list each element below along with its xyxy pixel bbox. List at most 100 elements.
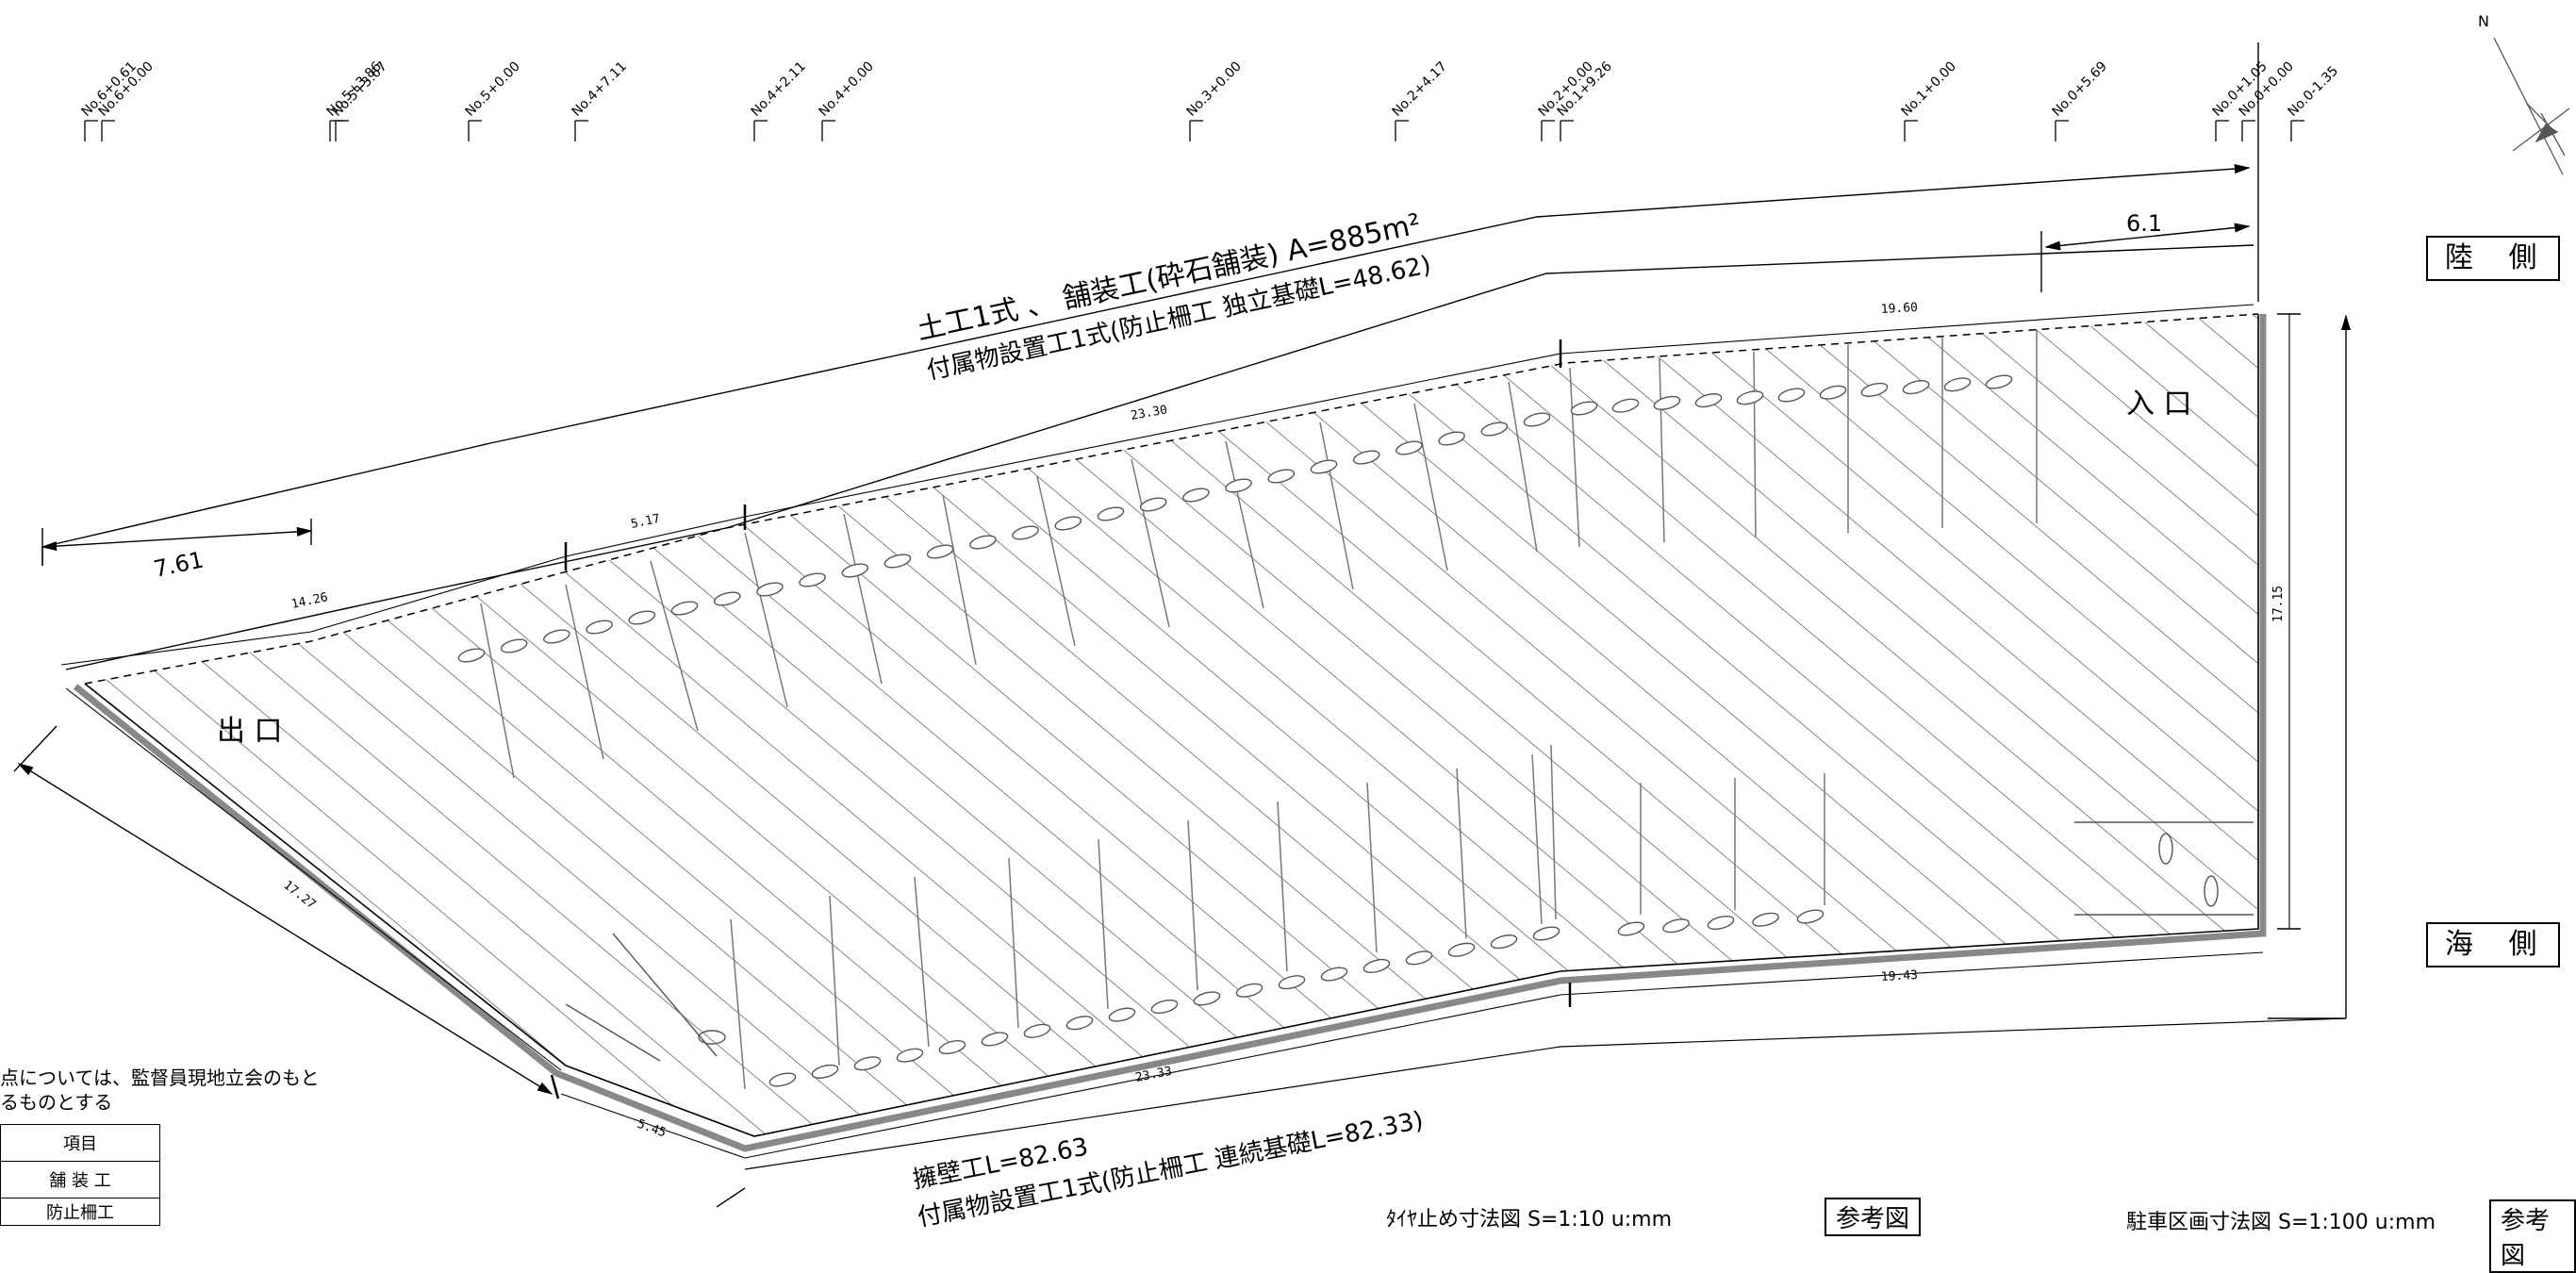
tire-stop-icon <box>938 1040 966 1055</box>
station-label: No.2+4.17 <box>1390 58 1450 119</box>
label-entrance: 入 口 <box>2126 388 2192 421</box>
tire-stop-icon <box>1447 942 1476 957</box>
dim-inner-23-30: 23.30 <box>1130 403 1168 423</box>
tire-stop-icon <box>457 648 486 663</box>
tire-stop-icon <box>1097 506 1125 521</box>
tire-stop-icon <box>1523 412 1551 427</box>
north-label: N <box>2478 12 2489 30</box>
tire-stop-icon <box>586 620 613 635</box>
tire-stop-icon <box>1405 951 1433 966</box>
tire-stop-icon <box>1320 967 1348 982</box>
tire-stop-icon <box>1012 525 1039 540</box>
tire-stop-icon <box>1352 450 1380 465</box>
tire-stop-icon <box>1139 497 1167 512</box>
station-label: No.4+7.11 <box>570 58 630 119</box>
station-marker: No.5+3.67 <box>330 58 390 141</box>
parking-drawing-title: 駐車区画寸法図 S=1:100 u:mm <box>2126 1211 2436 1234</box>
tire-stop-icon <box>1611 398 1640 413</box>
parking-area-hatch <box>85 314 2258 1136</box>
tire-stop-icon <box>1480 422 1509 437</box>
tire-stop-icon <box>1819 385 1847 400</box>
tire-stop-icon <box>1752 912 1779 927</box>
tire-stop-icon <box>1395 440 1423 455</box>
tire-stop-icon <box>1193 991 1221 1006</box>
label-exit: 出 口 <box>217 715 283 748</box>
tire-stop-icon <box>670 601 699 616</box>
tire-stop-icon <box>1860 382 1889 397</box>
tire-stop-icon <box>1777 388 1806 403</box>
tire-stop-icon <box>1065 1016 1094 1031</box>
dim-inner-5-17: 5.17 <box>630 512 662 532</box>
tire-stop-icon <box>1985 374 2013 389</box>
tire-stop-icon <box>1054 516 1082 531</box>
site-note: 点については、監督員現地立会のもと るものとする <box>0 1066 320 1115</box>
reference-box-1: 参考図 <box>1825 1198 1922 1236</box>
tire-stop-icon <box>1235 983 1263 998</box>
dim-top-7-61: 7.61 <box>151 546 206 582</box>
tire-stop-icon <box>1902 380 1930 395</box>
station-marker: No.1+0.00 <box>1899 58 1959 141</box>
table-header: 項目 <box>0 1124 160 1162</box>
tire-stop-icon <box>768 1072 797 1087</box>
station-marker: No.4+2.11 <box>749 58 809 141</box>
items-table: 項目 舗 装 工 防止柵工 <box>0 1124 160 1226</box>
dim-top-6-1: 6.1 <box>2126 210 2162 237</box>
tire-stop-icon <box>1490 934 1518 950</box>
tire-stop-icon <box>713 591 741 606</box>
dim-bottom-19-43: 19.43 <box>1880 968 1918 984</box>
dim-bottom-5-45: 5.45 <box>636 1117 669 1141</box>
parking-bay-left <box>565 933 726 1062</box>
dim-left-17-27: 17.27 <box>281 878 319 912</box>
tire-stop-icon <box>1023 1023 1051 1038</box>
tire-stop-icon <box>1707 915 1735 931</box>
fence-posts-bottom <box>730 744 1825 1090</box>
tire-stop-icon <box>926 544 954 559</box>
dim-inner-14-26: 14.26 <box>290 590 329 612</box>
parking-area <box>73 313 2267 1152</box>
tire-stop-icon <box>811 1064 839 1079</box>
dimension-lines <box>13 42 2352 1208</box>
tire-stop-icon <box>1796 909 1825 924</box>
station-label: No.1+0.00 <box>1899 58 1959 119</box>
station-label: No.5+0.00 <box>463 58 523 119</box>
tire-stop-drawing-title: ﾀｲﾔ止め寸法図 S=1:10 u:mm <box>1386 1208 1673 1232</box>
tire-stop-icon <box>1438 431 1465 446</box>
north-arrow-icon: N <box>2478 12 2570 175</box>
tire-stop-icon <box>628 610 656 625</box>
station-label: No.4+2.11 <box>749 58 809 119</box>
tire-stop-icon <box>1736 390 1764 405</box>
tire-stop-icon <box>543 629 570 644</box>
tire-stop-icon <box>1108 1007 1136 1022</box>
tire-stop-icon <box>853 1056 882 1071</box>
tire-stop-icon <box>1267 469 1296 484</box>
station-marker: No.3+0.00 <box>1184 58 1245 141</box>
station-label: No.3+0.00 <box>1184 58 1245 119</box>
tire-stop-icon <box>1225 478 1252 493</box>
tire-stop-icon <box>1532 926 1560 941</box>
tire-stop-icon <box>896 1048 924 1063</box>
tire-stop-icon <box>981 1032 1009 1047</box>
tire-stop-icon <box>1310 459 1338 474</box>
note-line-2: るものとする <box>0 1091 113 1114</box>
tire-stop-icon <box>969 535 997 550</box>
station-marker: No.4+0.00 <box>817 58 877 141</box>
sea-side-label: 海 側 <box>2426 922 2560 967</box>
tire-stop-icon <box>1694 393 1723 408</box>
tire-stop-icon <box>1362 958 1391 973</box>
tire-stop-icon <box>1570 401 1598 416</box>
fence-posts-top <box>480 330 2038 779</box>
station-label: No.0+5.69 <box>2050 58 2110 119</box>
note-line-1: 点については、監督員現地立会のもと <box>0 1066 320 1089</box>
tire-stop-icon <box>799 572 826 587</box>
dim-right-17-15: 17.15 <box>2271 586 2286 622</box>
tire-stop-icon <box>1278 975 1306 990</box>
tire-stop-icon <box>841 563 869 578</box>
tire-stop-icon <box>1943 377 1972 392</box>
station-label: No.5+3.67 <box>330 58 390 119</box>
tire-stop-icon <box>756 582 784 597</box>
tire-stop-icon <box>500 638 528 653</box>
dim-bottom-23-33: 23.33 <box>1134 1065 1173 1085</box>
station-marker: No.0-1.35 <box>2286 63 2341 141</box>
